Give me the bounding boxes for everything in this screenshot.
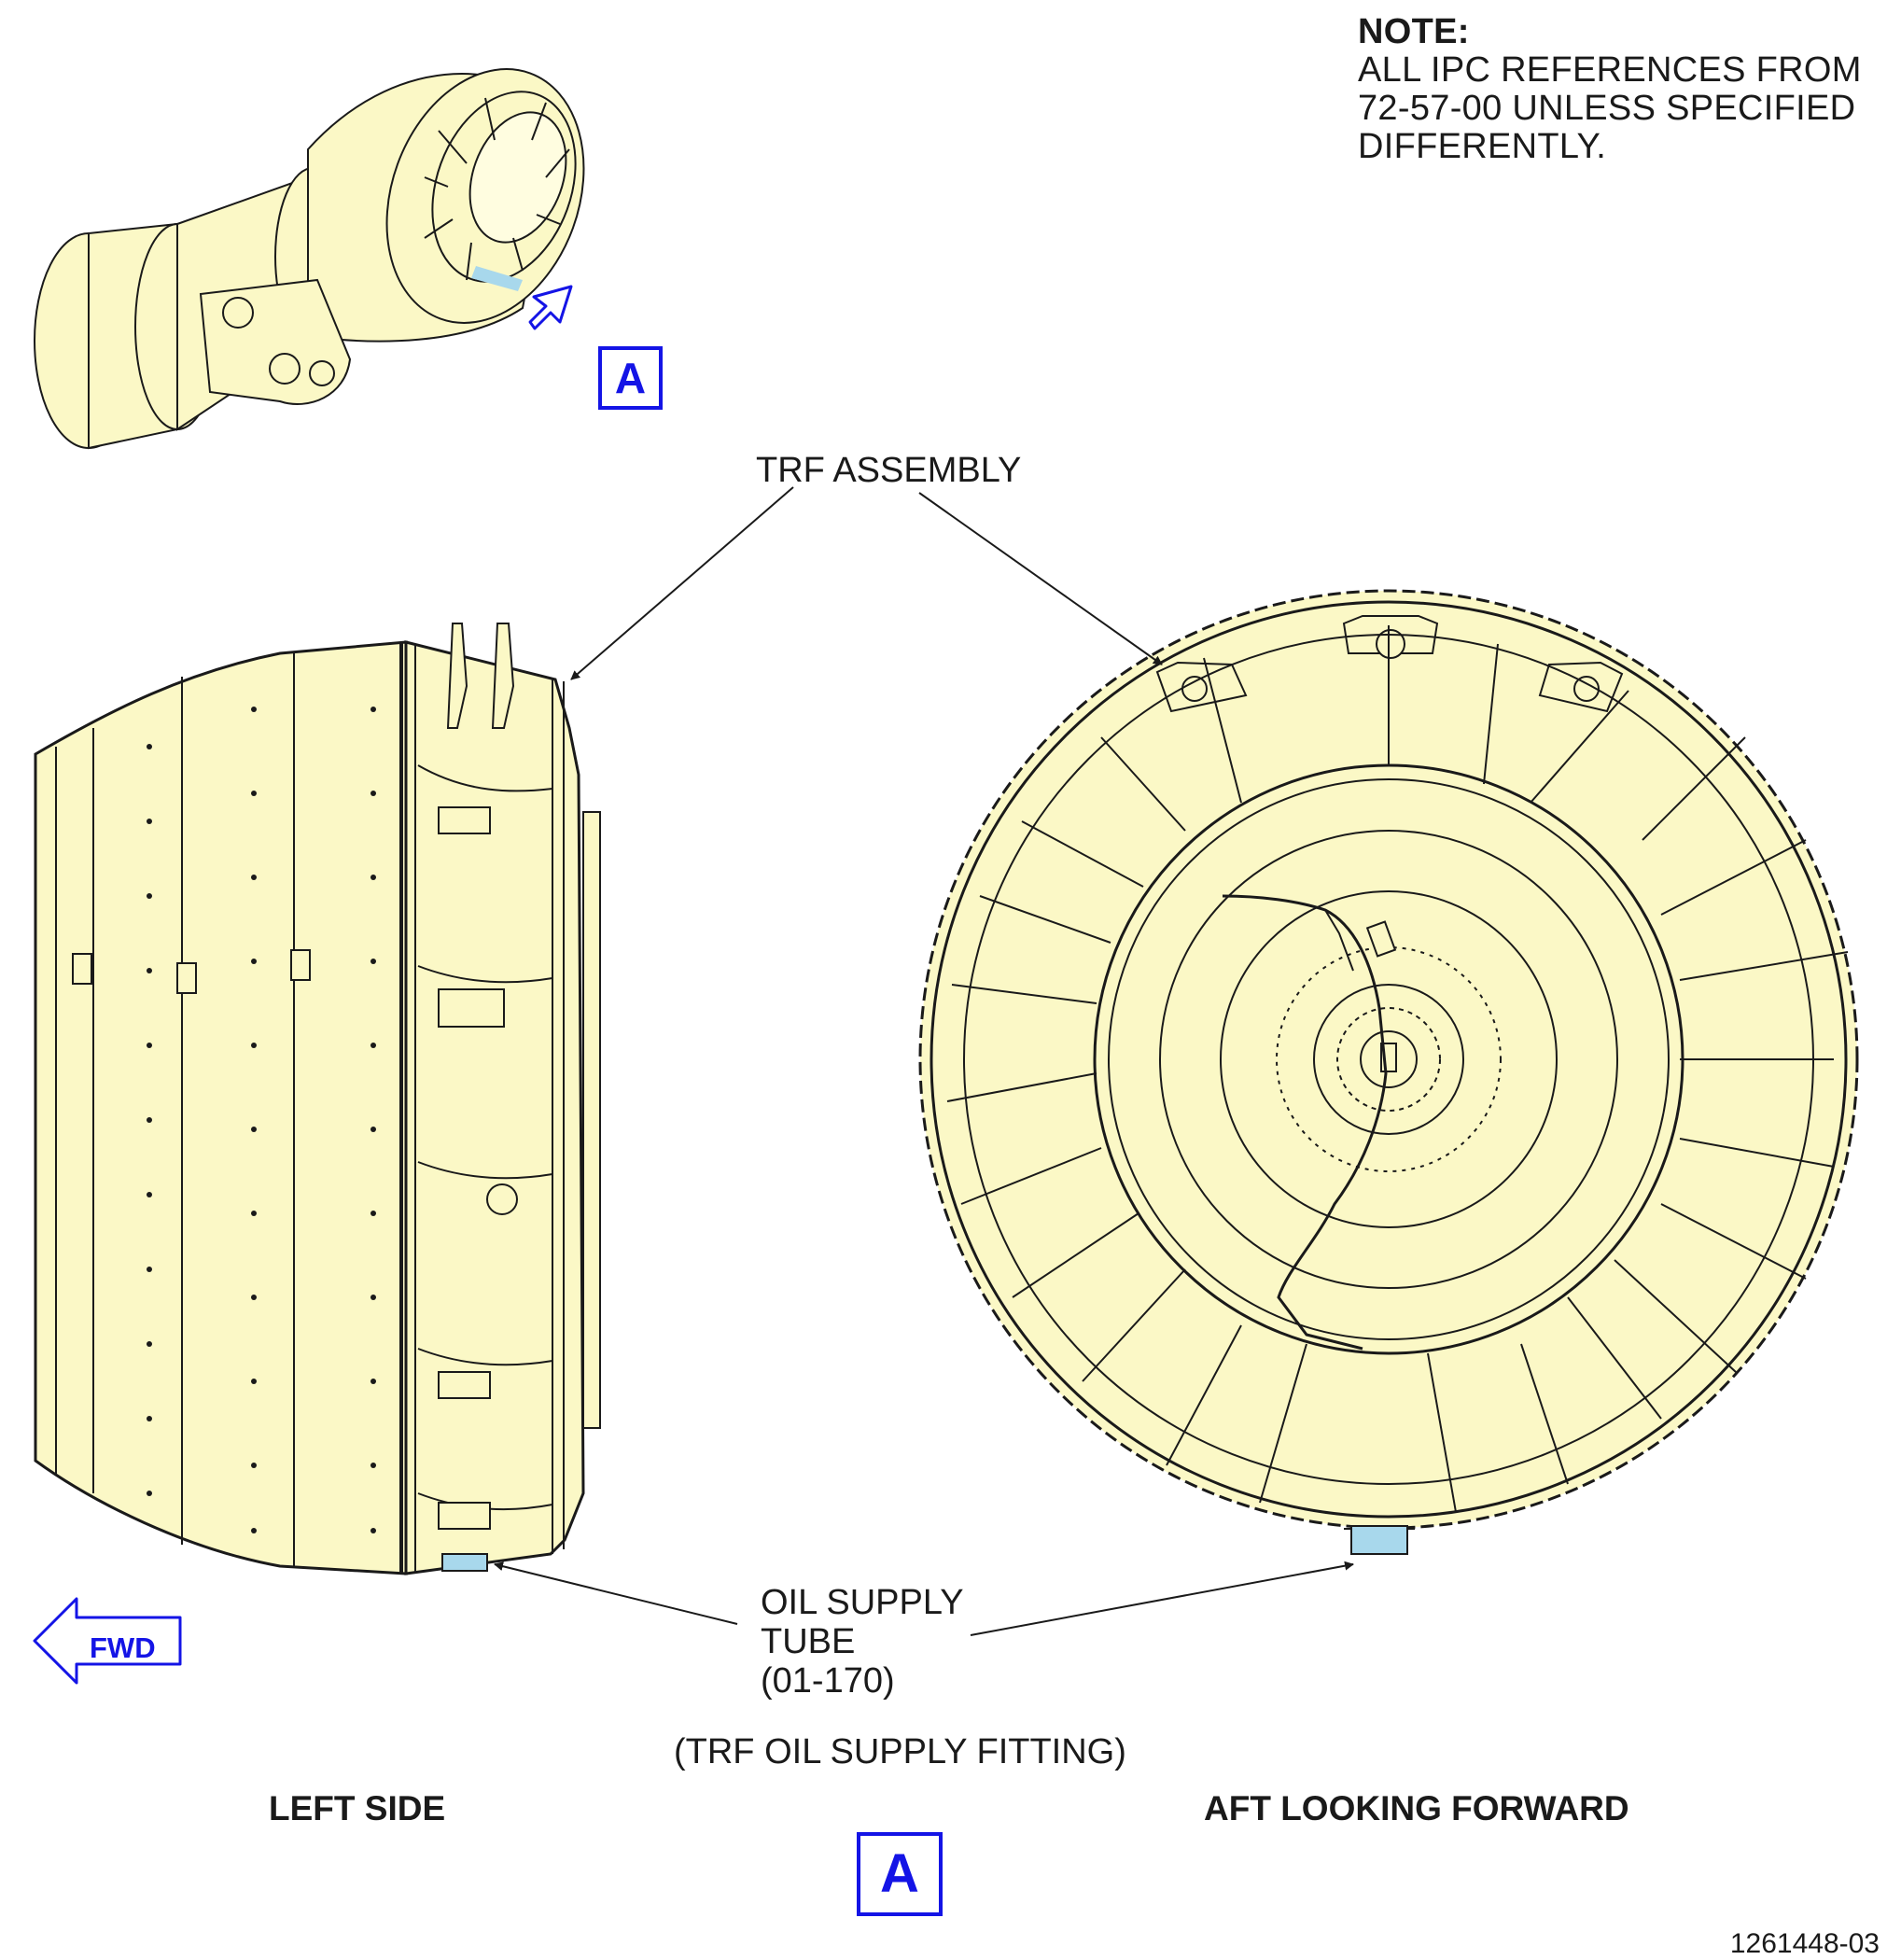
left-side-view-illustration	[34, 623, 601, 1575]
trf-assembly-leader-left	[570, 486, 794, 680]
figure-number: 1261448-03	[1729, 1928, 1880, 1959]
note-block: NOTE: ALL IPC REFERENCES FROM 72-57-00 U…	[1358, 13, 1862, 166]
oil-supply-tube-callout: OIL SUPPLY TUBE (01-170)	[761, 1583, 964, 1701]
oil-supply-tube-line: OIL SUPPLY	[761, 1583, 964, 1622]
detail-a-marker-label: A	[614, 354, 647, 402]
note-line: DIFFERENTLY.	[1358, 127, 1607, 166]
note-line: ALL IPC REFERENCES FROM	[1358, 50, 1862, 90]
aft-looking-forward-view-title: AFT LOOKING FORWARD	[1204, 1789, 1629, 1827]
trf-oil-supply-fitting-callout: (TRF OIL SUPPLY FITTING)	[674, 1732, 1126, 1771]
trf-assembly-callout: TRF ASSEMBLY	[756, 451, 1022, 490]
trf-assembly-leader-right	[918, 492, 1163, 665]
detail-a-marker-label: A	[880, 1843, 919, 1904]
fwd-arrow-label: FWD	[90, 1631, 156, 1664]
note-line: 72-57-00 UNLESS SPECIFIED	[1358, 89, 1856, 128]
oil-supply-tube-leader-right	[970, 1561, 1354, 1636]
left-side-view-title: LEFT SIDE	[269, 1789, 446, 1827]
leader-lines	[494, 486, 1354, 1636]
detail-a-marker-top: A	[598, 346, 663, 410]
aft-looking-forward-view-illustration	[918, 589, 1859, 1555]
oil-supply-tube-line: TUBE	[761, 1622, 856, 1661]
note-title: NOTE:	[1358, 12, 1470, 51]
detail-a-marker-bottom: A	[857, 1832, 943, 1916]
fwd-arrow-icon	[33, 1597, 182, 1685]
view-direction-arrow-icon	[528, 285, 573, 330]
oil-supply-tube-line: (01-170)	[761, 1661, 895, 1701]
engine-overview-illustration	[34, 68, 585, 450]
oil-supply-tube-leader-left	[494, 1561, 738, 1625]
